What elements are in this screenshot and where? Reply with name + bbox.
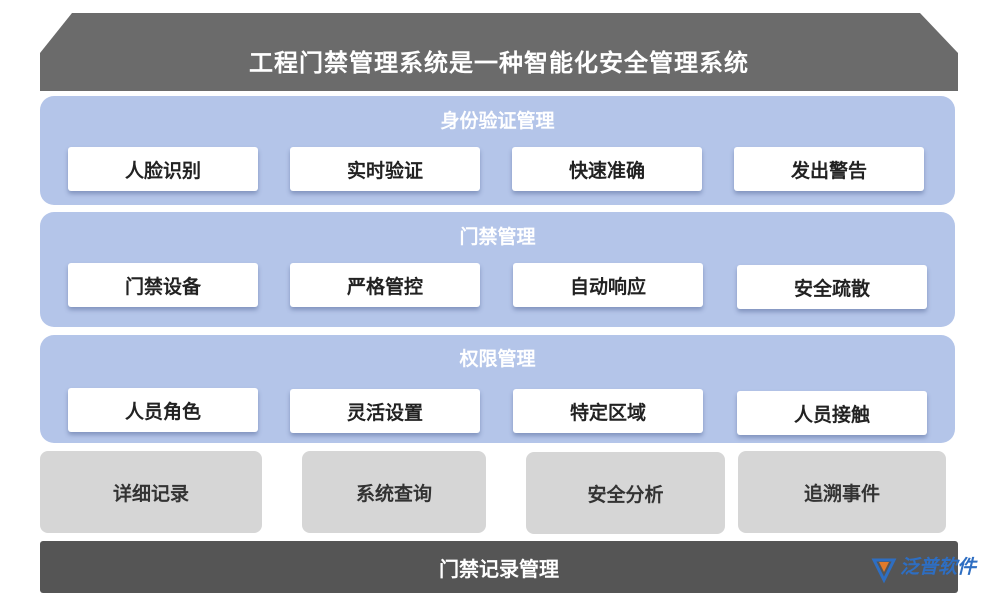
- section-access-control: 门禁管理 门禁设备 严格管控 自动响应 安全疏散: [40, 212, 955, 327]
- record-box: 追溯事件: [738, 451, 946, 533]
- item-box: 灵活设置: [290, 389, 480, 433]
- section-identity-verification: 身份验证管理 人脸识别 实时验证 快速准确 发出警告: [40, 96, 955, 205]
- item-box: 严格管控: [290, 263, 480, 307]
- item-box: 人员角色: [68, 388, 258, 432]
- record-box: 系统查询: [302, 451, 486, 533]
- item-box: 实时验证: [290, 147, 480, 191]
- logo-text: 泛普软件: [900, 556, 977, 578]
- page-title: 工程门禁管理系统是一种智能化安全管理系统: [249, 49, 749, 77]
- title-banner: 工程门禁管理系统是一种智能化安全管理系统: [40, 13, 958, 91]
- section-title: 门禁管理: [459, 226, 536, 248]
- item-box: 自动响应: [513, 263, 703, 307]
- logo-icon: [871, 558, 897, 584]
- item-box: 人脸识别: [68, 147, 258, 191]
- record-box: 详细记录: [40, 451, 262, 533]
- item-box: 安全疏散: [737, 265, 927, 309]
- section-title: 身份验证管理: [440, 110, 555, 132]
- section-permission-management: 权限管理 人员角色 灵活设置 特定区域 人员接触: [40, 335, 955, 443]
- item-box: 特定区域: [513, 389, 703, 433]
- record-box: 安全分析: [526, 452, 725, 534]
- item-box: 门禁设备: [68, 263, 258, 307]
- item-box: 人员接触: [737, 391, 927, 435]
- section-title: 权限管理: [459, 348, 536, 370]
- item-box: 发出警告: [734, 147, 924, 191]
- item-box: 快速准确: [512, 147, 702, 191]
- footer-bar: 门禁记录管理: [40, 541, 958, 593]
- brand-logo: 泛普软件: [868, 550, 993, 590]
